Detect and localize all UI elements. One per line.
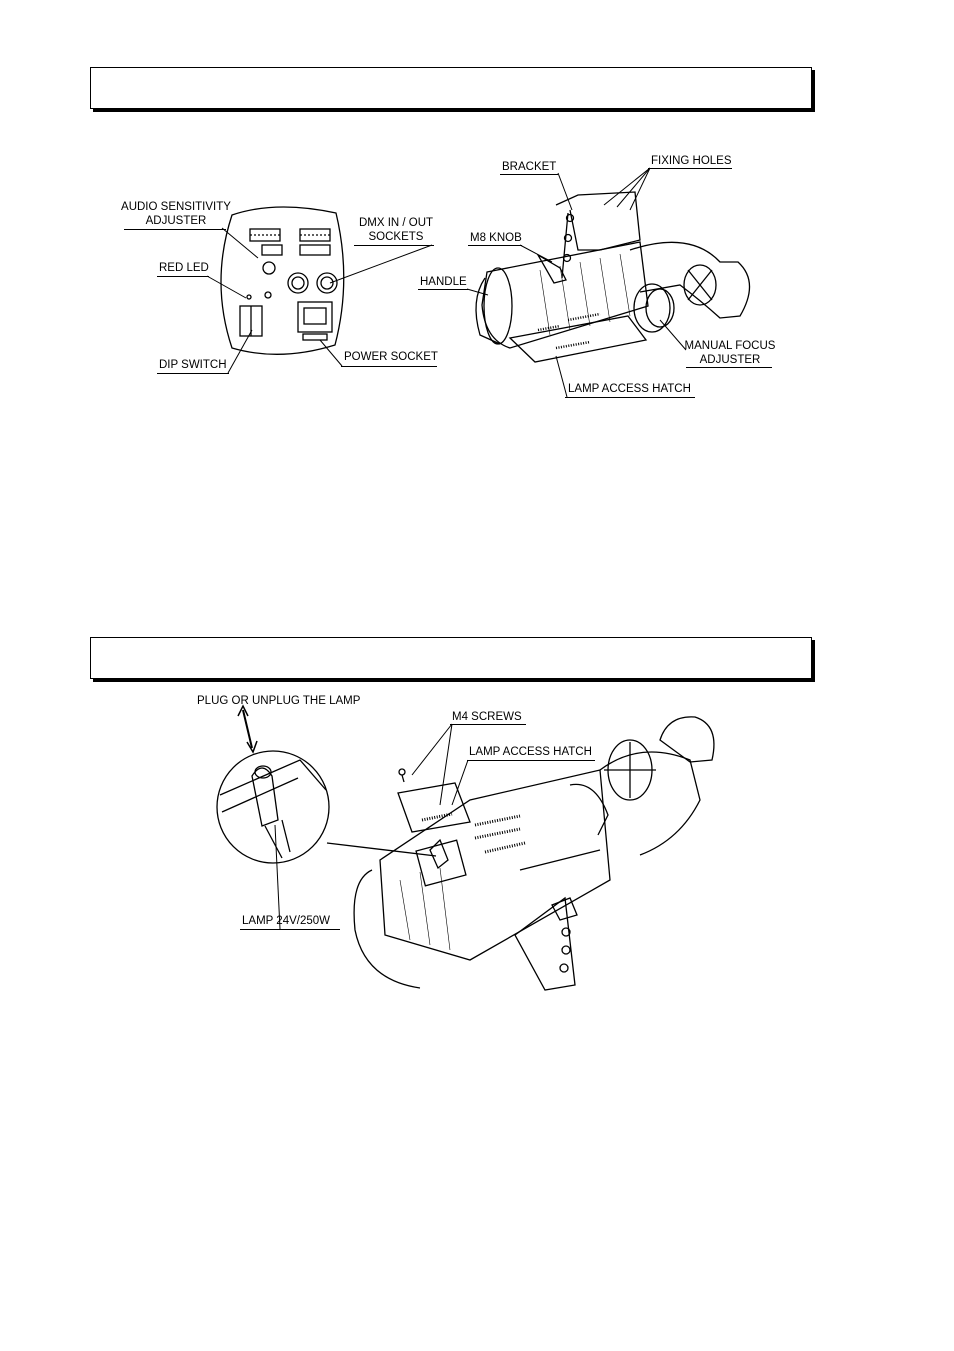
label-fixing-holes: FIXING HOLES	[651, 155, 732, 167]
underline-lamp-rating	[240, 929, 340, 930]
label-bracket: BRACKET	[502, 161, 557, 173]
fixture-top-drawing	[353, 716, 715, 991]
section-title-box-1	[90, 67, 812, 109]
underline-dip-switch	[157, 373, 229, 374]
underline-lamp-access-hatch-2	[467, 760, 595, 761]
section-title-box-2	[90, 637, 812, 679]
underline-m4-screws	[450, 724, 526, 725]
underline-red-led	[157, 276, 209, 277]
label-manual-focus: MANUAL FOCUS	[684, 340, 776, 352]
label-dmx-in-out: DMX IN / OUT	[358, 217, 434, 229]
label-m8-knob: M8 KNOB	[470, 232, 522, 244]
label-red-led: RED LED	[159, 262, 209, 274]
label-lamp-rating: LAMP 24V/250W	[242, 915, 331, 927]
figure-2-leader-lines	[274, 723, 469, 930]
underline-bracket	[500, 174, 558, 175]
underline-lamp-access-hatch-1	[565, 397, 695, 398]
underline-fixing-holes	[648, 168, 732, 169]
lamp-magnifier-drawing	[216, 704, 437, 864]
underline-handle	[418, 289, 468, 290]
underline-power-socket	[341, 366, 437, 367]
underline-dmx	[354, 245, 434, 246]
figure-1-leader-lines	[206, 167, 687, 398]
label-manual-focus-adjuster: ADJUSTER	[699, 354, 761, 366]
label-m4-screws: M4 SCREWS	[452, 711, 522, 723]
label-handle: HANDLE	[420, 276, 467, 288]
underline-m8-knob	[468, 245, 522, 246]
label-audio-sensitivity: AUDIO SENSITIVITY	[121, 201, 231, 213]
label-plug-unplug: PLUG OR UNPLUG THE LAMP	[197, 695, 361, 707]
label-power-socket: POWER SOCKET	[344, 351, 438, 363]
label-dmx-sockets: SOCKETS	[368, 231, 424, 243]
label-lamp-access-hatch-1: LAMP ACCESS HATCH	[568, 383, 691, 395]
label-dip-switch: DIP SWITCH	[159, 359, 227, 371]
underline-manual-focus	[686, 367, 772, 368]
underline-audio	[124, 229, 226, 230]
label-audio-adjuster: ADJUSTER	[145, 215, 207, 227]
fixture-side-drawing	[475, 191, 751, 363]
label-lamp-access-hatch-2: LAMP ACCESS HATCH	[469, 746, 592, 758]
rear-panel-drawing	[220, 206, 345, 355]
